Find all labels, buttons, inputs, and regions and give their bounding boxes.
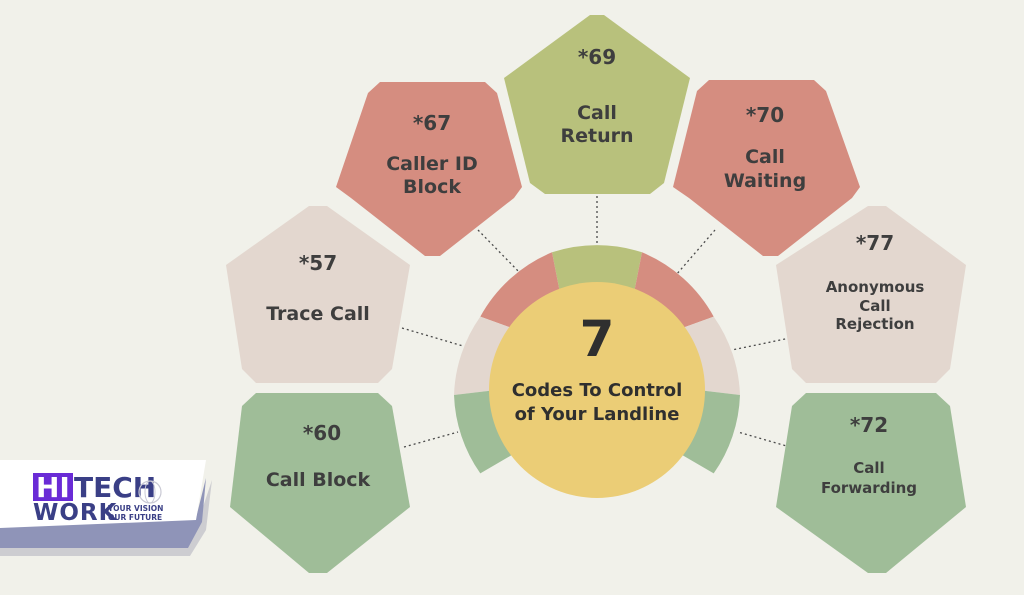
- center-circle: [489, 282, 705, 498]
- center-hub: 7 Codes To Control of Your Landline: [489, 282, 705, 498]
- pentagon-shape: [336, 82, 522, 256]
- logo-work-text: WORK: [33, 500, 118, 526]
- connector-57: [401, 327, 464, 347]
- connector-lines: [401, 196, 791, 448]
- connector-72: [737, 431, 791, 448]
- connector-77: [731, 337, 791, 351]
- pentagon-shape: [226, 206, 410, 383]
- code-label-line2: Call: [859, 297, 890, 315]
- code-number: *72: [850, 413, 888, 437]
- pentagon-shape: [776, 393, 966, 573]
- code-number: *57: [299, 251, 337, 275]
- connector-60: [403, 431, 459, 448]
- logo-tagline-line2: OUR FUTURE: [108, 513, 162, 522]
- code-label-line2: Block: [403, 176, 461, 198]
- logo-hi-text: HI: [36, 471, 70, 504]
- code-label-line1: Call: [853, 459, 884, 477]
- code-card-72: *72 Call Forwarding: [776, 393, 966, 573]
- globe-icon-meridian: [144, 480, 156, 504]
- code-label-line1: Call: [577, 102, 617, 124]
- code-card-67: *67 Caller ID Block: [336, 82, 522, 256]
- code-label-line1: Trace Call: [266, 303, 370, 325]
- code-label-line2: Return: [560, 125, 633, 147]
- code-card-60: *60 Call Block: [230, 393, 410, 573]
- logo-hi-box: [33, 473, 73, 501]
- pentagon-shape: [673, 80, 860, 256]
- code-label-line1: Call: [745, 146, 785, 168]
- code-label-line1: Caller ID: [386, 153, 478, 175]
- center-number: 7: [580, 310, 615, 368]
- code-card-70: *70 Call Waiting: [673, 80, 860, 256]
- code-number: *60: [303, 421, 341, 445]
- code-card-77: *77 Anonymous Call Rejection: [776, 206, 966, 383]
- brand-logo[interactable]: HI TECH WORK YOUR VISION OUR FUTURE: [0, 460, 212, 556]
- code-label-line1: Call Block: [266, 469, 371, 491]
- center-title-line2: of Your Landline: [515, 404, 680, 425]
- code-number: *77: [856, 231, 894, 255]
- center-title-line1: Codes To Control: [512, 380, 683, 401]
- code-label-line3: Rejection: [835, 315, 914, 333]
- code-number: *69: [578, 45, 616, 69]
- code-card-57: *57 Trace Call: [226, 206, 410, 383]
- connector-70: [675, 229, 716, 276]
- pentagon-shape: [504, 15, 690, 194]
- code-card-69: *69 Call Return: [504, 15, 690, 194]
- logo-tech-text: TECH: [74, 471, 156, 504]
- code-label-line1: Anonymous: [826, 278, 925, 296]
- code-label-line2: Forwarding: [821, 479, 917, 497]
- code-label-line2: Waiting: [724, 170, 806, 192]
- logo-accent-stripe: [0, 478, 206, 548]
- code-number: *67: [413, 111, 451, 135]
- pentagon-shape: [776, 206, 966, 383]
- code-number: *70: [746, 103, 784, 127]
- logo-tagline-line1: YOUR VISION: [107, 504, 163, 513]
- connector-67: [477, 229, 523, 276]
- pentagon-shape: [230, 393, 410, 573]
